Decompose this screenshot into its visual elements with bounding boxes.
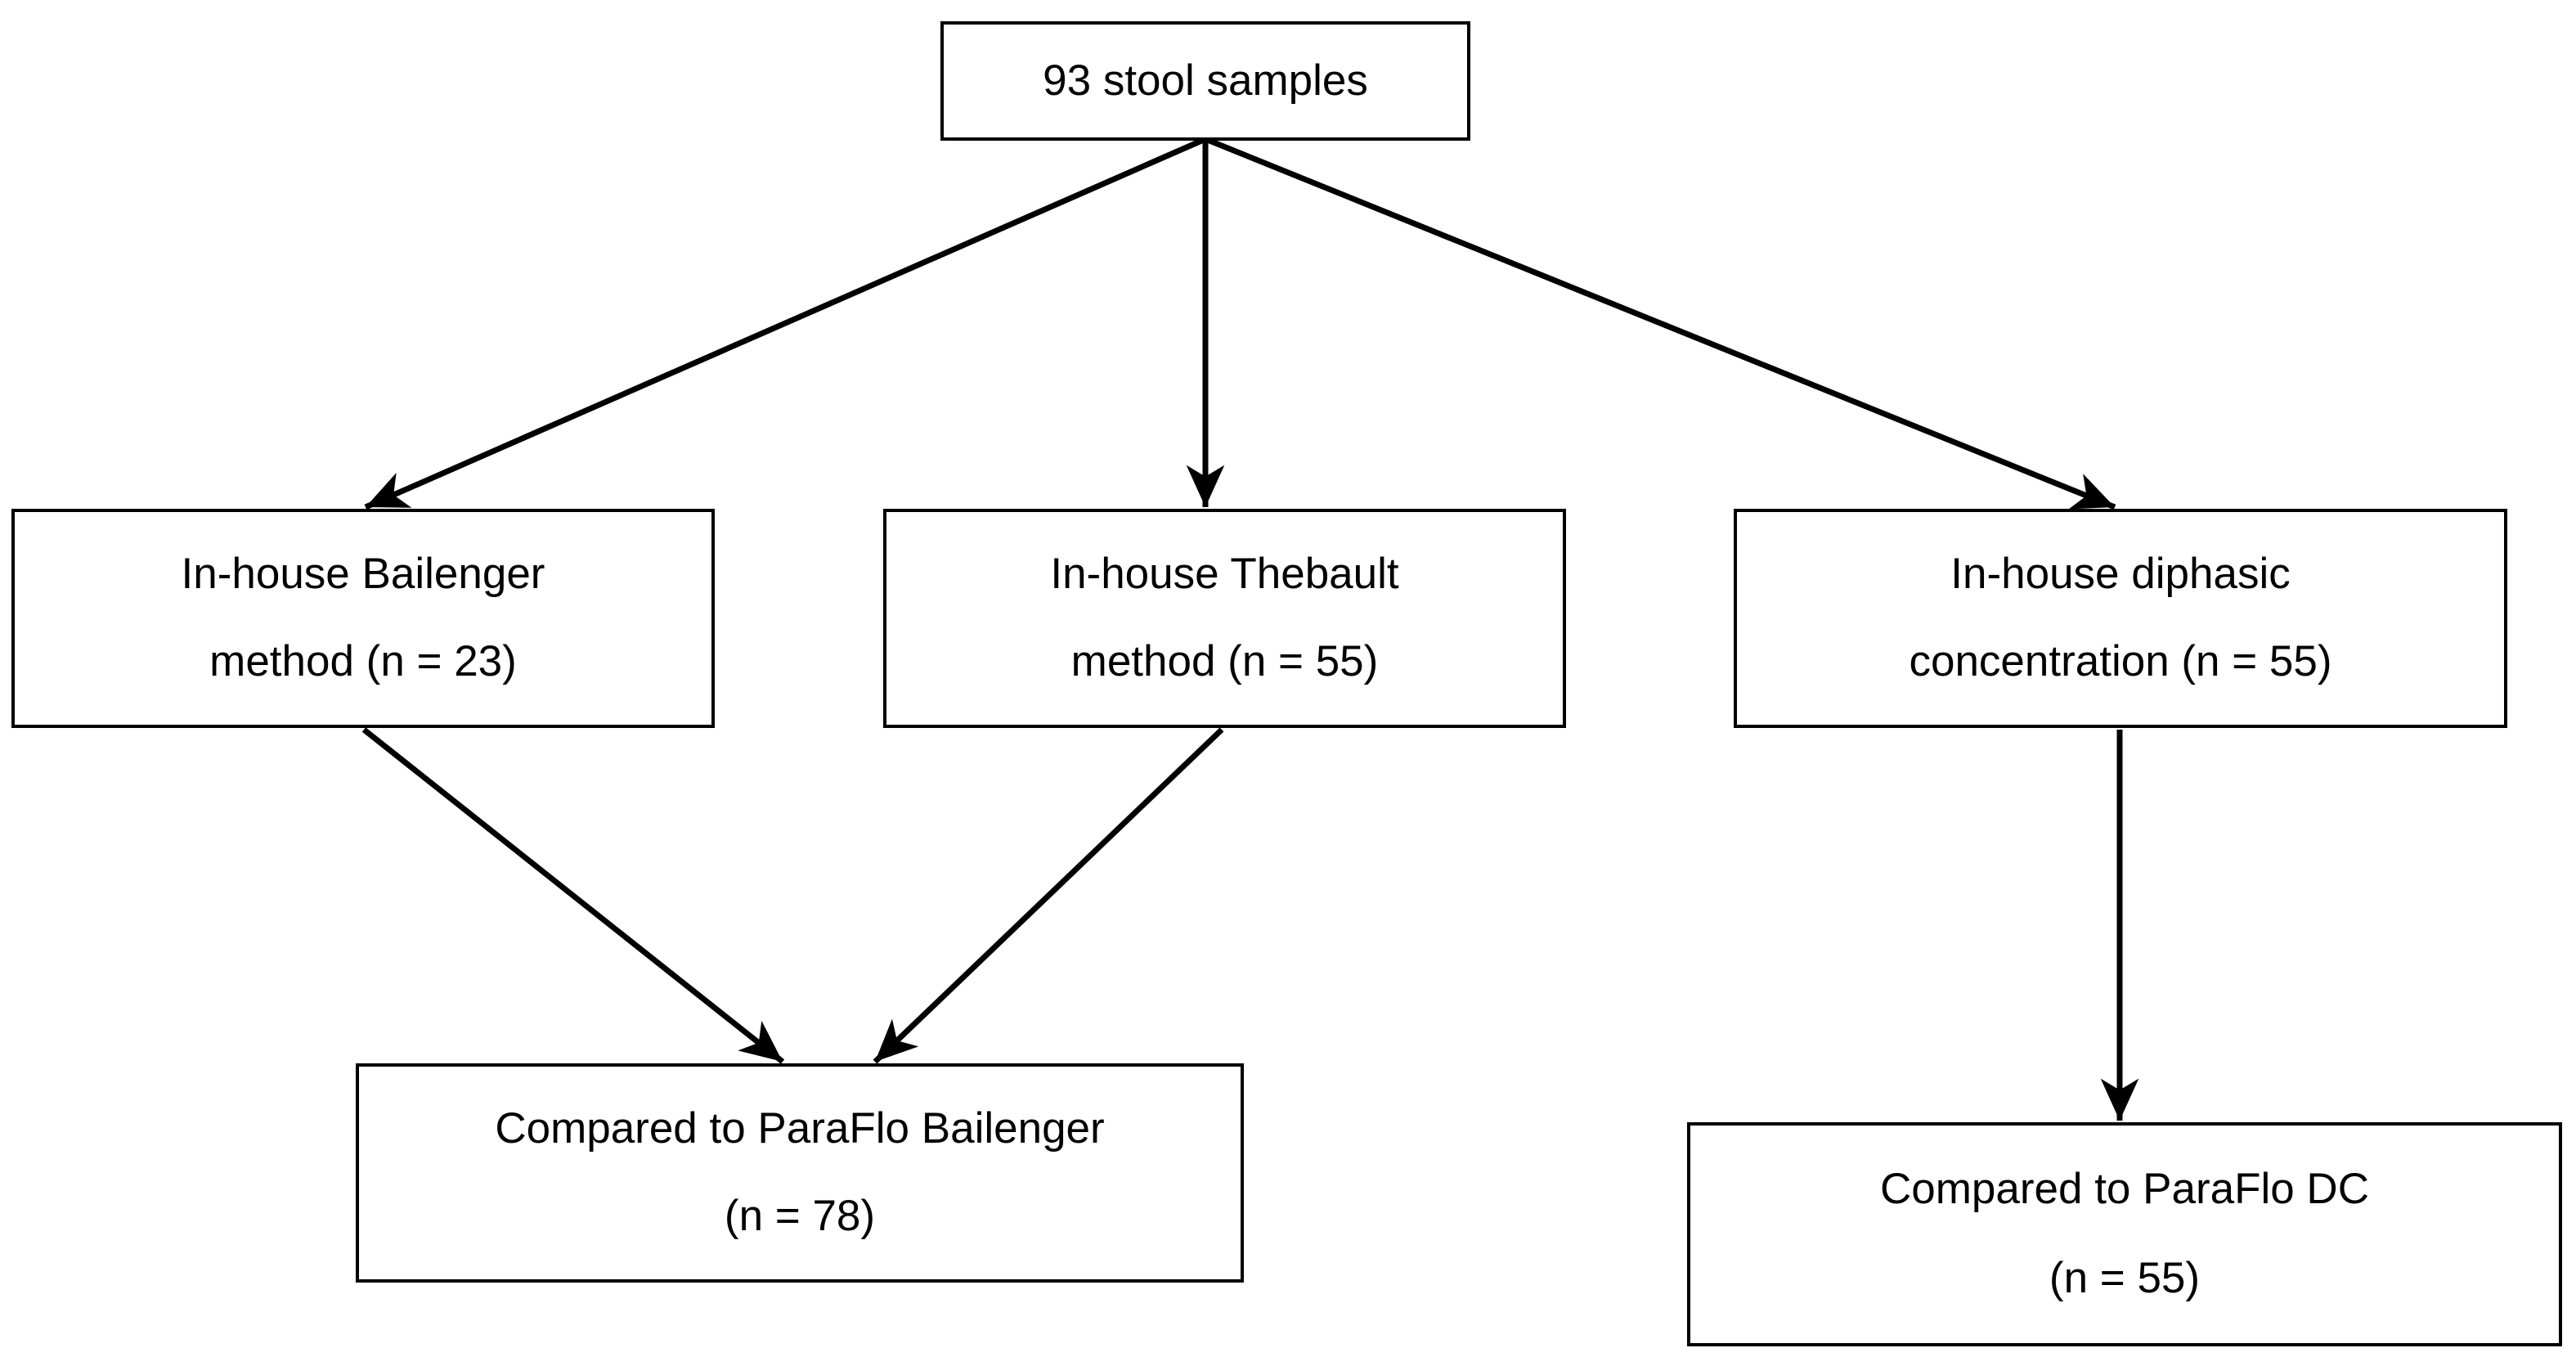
node-label-line1: In-house diphasic	[1950, 550, 2291, 599]
flow-node-diphasic-concentration: In-house diphasic concentration (n = 55)	[1734, 509, 2507, 728]
arrow-thebault-to-paraflo-bailenger	[873, 727, 1224, 1064]
node-label-line1: In-house Thebault	[1050, 550, 1399, 599]
flow-node-thebault-method: In-house Thebault method (n = 55)	[883, 509, 1566, 728]
node-label-line2: concentration (n = 55)	[1909, 637, 2332, 685]
node-label: 93 stool samples	[1043, 56, 1368, 105]
node-label-line2: method (n = 23)	[209, 637, 517, 685]
flow-node-total-samples: 93 stool samples	[940, 21, 1470, 141]
node-label-line1: Compared to ParaFlo Bailenger	[495, 1104, 1105, 1153]
flow-node-compared-paraflo-bailenger: Compared to ParaFlo Bailenger (n = 78)	[356, 1063, 1244, 1283]
node-label-line1: Compared to ParaFlo DC	[1880, 1165, 2369, 1214]
node-label-line2: (n = 78)	[724, 1192, 876, 1240]
arrow-root-to-diphasic	[1204, 136, 2116, 510]
arrow-bailenger-to-paraflo-bailenger	[361, 727, 785, 1064]
flow-node-compared-paraflo-dc: Compared to ParaFlo DC (n = 55)	[1687, 1122, 2562, 1346]
flow-node-bailenger-method: In-house Bailenger method (n = 23)	[11, 509, 715, 728]
node-label-line2: method (n = 55)	[1070, 637, 1379, 685]
node-label-line2: (n = 55)	[2049, 1254, 2201, 1302]
arrow-root-to-bailenger	[364, 136, 1207, 510]
node-label-line1: In-house Bailenger	[181, 550, 545, 599]
